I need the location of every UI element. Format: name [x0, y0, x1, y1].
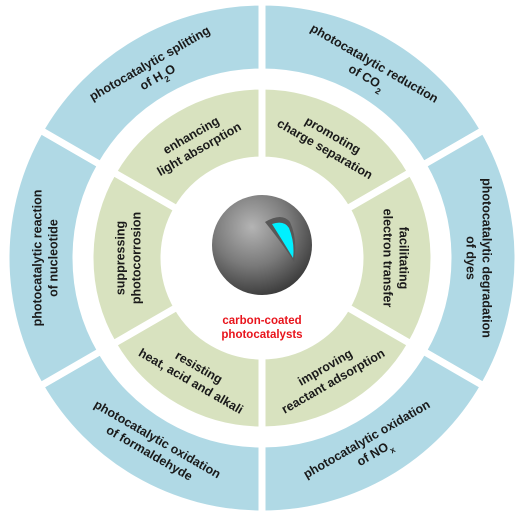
outer-label-5-line-1: photocatalytic reaction: [30, 190, 44, 327]
center-caption-line-1: carbon-coated: [222, 315, 301, 327]
highlight-icon: [272, 222, 294, 258]
outer-segment-6: [35, 0, 266, 170]
inner-label-5-line-1: suppressing: [113, 221, 127, 295]
inner-label-2-line-2: electron transfer: [381, 209, 395, 308]
outer-label-2-line-1: photocatalytic degradation: [480, 178, 494, 338]
inner-segment-6: [108, 82, 266, 214]
outer-label-5-line-2: of nucleotide: [46, 219, 60, 297]
center-hub: carbon-coated photocatalysts: [167, 160, 357, 350]
inner-label-2-line-1: facilitating: [397, 227, 411, 290]
inner-label-5-line-2: photocorrosion: [129, 212, 143, 304]
outer-label-2-line-2: of dyes: [464, 236, 478, 280]
photocatalyst-sphere-icon: [212, 195, 312, 295]
center-caption-line-2: photocatalysts: [221, 329, 302, 341]
